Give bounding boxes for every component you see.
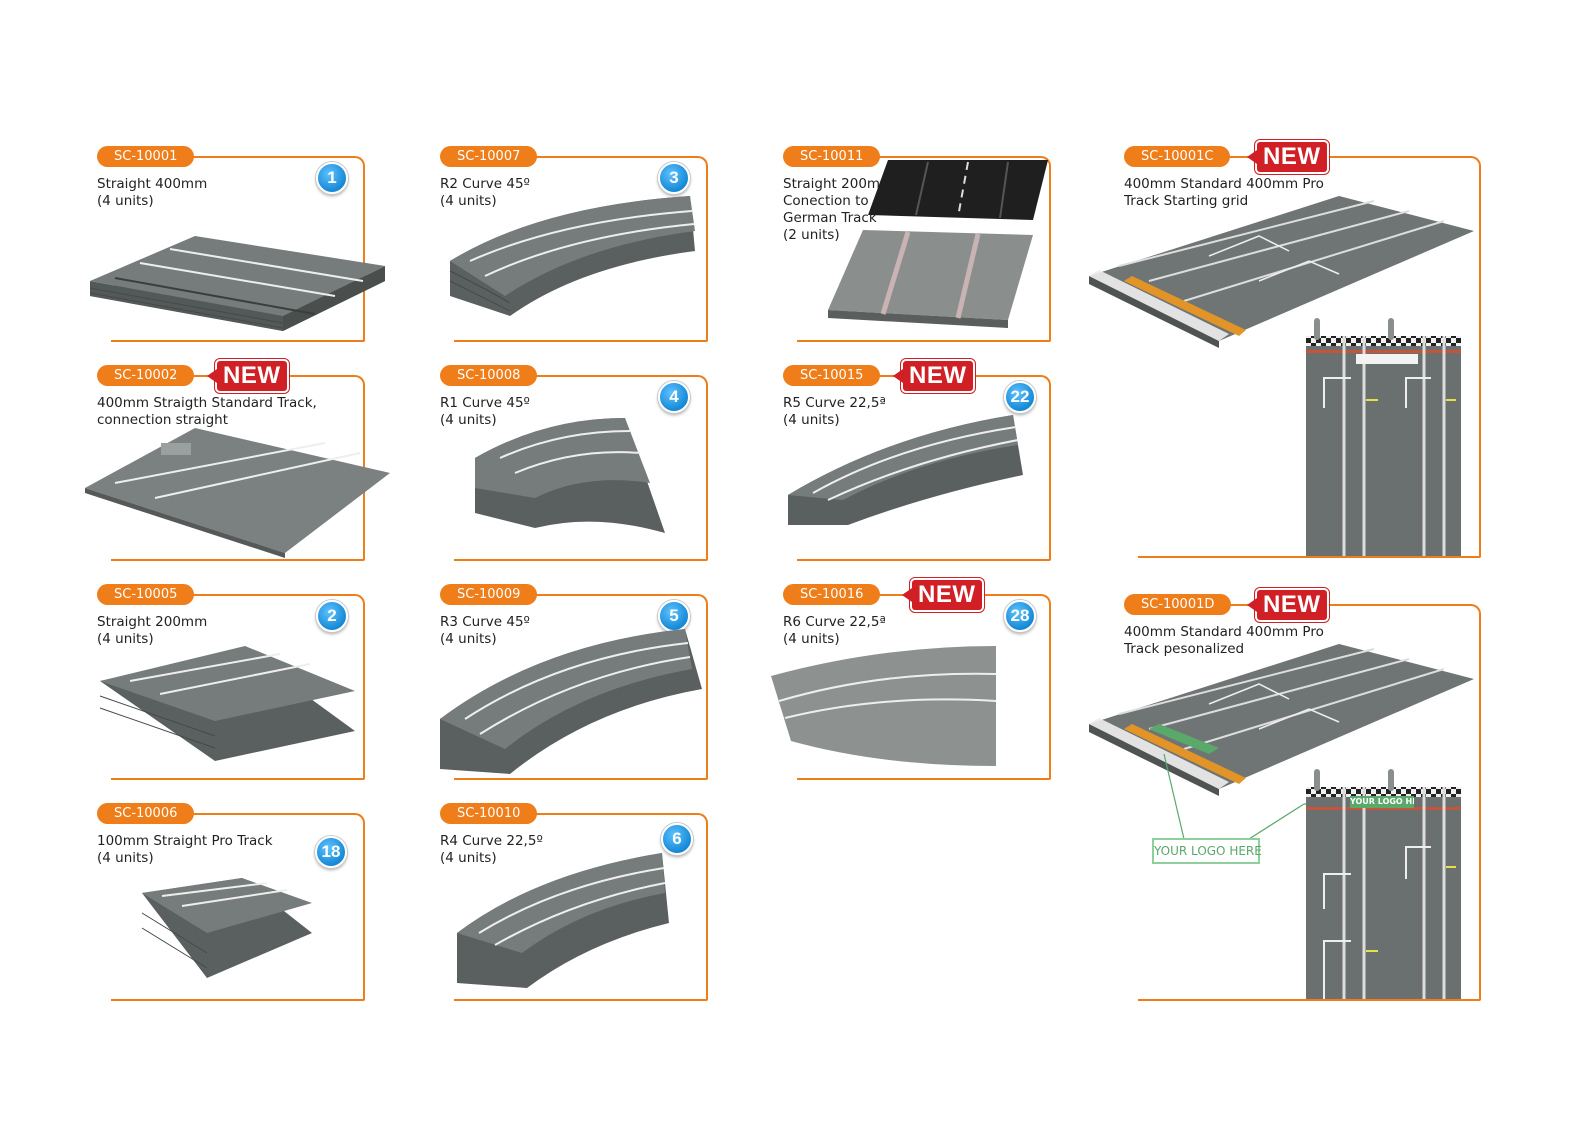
number-badge: 2 bbox=[316, 600, 348, 632]
product-code: SC-10007 bbox=[440, 146, 538, 167]
new-badge: NEW bbox=[893, 361, 973, 391]
product-description: R3 Curve 45º (4 units) bbox=[440, 614, 530, 647]
product-code: SC-10010 bbox=[440, 803, 538, 824]
number-badge: 22 bbox=[1004, 381, 1036, 413]
product-card-sc-10007: SC-10007 R2 Curve 45º (4 units) 3 bbox=[440, 146, 708, 342]
starting-grid-track-topview-image bbox=[1306, 318, 1461, 556]
card-frame bbox=[454, 594, 708, 780]
number-badge: 6 bbox=[661, 823, 693, 855]
product-card-sc-10006: SC-10006 100mm Straight Pro Track (4 uni… bbox=[97, 803, 365, 1001]
card-frame bbox=[454, 813, 708, 1001]
product-code: SC-10001C bbox=[1124, 146, 1231, 167]
straight-track-stack-image bbox=[85, 201, 385, 336]
product-card-sc-10001d: SC-10001D NEW 400mm Standard 400mm Pro T… bbox=[1089, 590, 1481, 1001]
number-badge: 4 bbox=[658, 381, 690, 413]
number-badge: 3 bbox=[658, 162, 690, 194]
number-badge: 1 bbox=[316, 162, 348, 194]
r5-curve-track-stack-image bbox=[788, 415, 1023, 530]
number-badge: 5 bbox=[658, 600, 690, 632]
product-card-sc-10001c: SC-10001C NEW 400mm Standard 400mm Pro T… bbox=[1089, 142, 1481, 558]
product-card-sc-10001: SC-10001 Straight 400mm (4 units) 1 bbox=[89, 146, 385, 342]
product-description: R2 Curve 45º (4 units) bbox=[440, 176, 530, 209]
product-code: SC-10002 bbox=[97, 365, 195, 386]
personalized-track-image bbox=[1089, 644, 1479, 796]
card-frame bbox=[111, 156, 365, 342]
product-description: 400mm Standard 400mm Pro Track Starting … bbox=[1124, 176, 1324, 209]
german-connection-track-image bbox=[828, 160, 1048, 328]
product-code: SC-10008 bbox=[440, 365, 538, 386]
r2-curve-track-stack-image bbox=[449, 191, 695, 321]
logo-callout-box: YOUR LOGO HERE bbox=[1152, 838, 1262, 864]
r6-curve-track-image bbox=[771, 646, 1011, 771]
product-card-sc-10010: SC-10010 R4 Curve 22,5º (4 units) 6 bbox=[440, 803, 708, 1001]
product-description: R4 Curve 22,5º (4 units) bbox=[440, 833, 543, 866]
card-frame bbox=[797, 156, 1051, 342]
product-card-sc-10015: SC-10015 NEW R5 Curve 22,5ª (4 units) 22 bbox=[783, 361, 1051, 561]
product-card-sc-10009: SC-10009 R3 Curve 45º (4 units) 5 bbox=[440, 584, 708, 780]
product-code: SC-10005 bbox=[97, 584, 195, 605]
straight-200-track-stack-image bbox=[99, 646, 355, 764]
card-frame bbox=[454, 375, 708, 561]
product-card-sc-10008: SC-10008 R1 Curve 45º (4 units) 4 bbox=[440, 365, 708, 561]
product-description: Straight 200mm (4 units) bbox=[97, 614, 208, 647]
card-frame bbox=[111, 813, 365, 1001]
product-card-sc-10005: SC-10005 Straight 200mm (4 units) 2 bbox=[97, 584, 365, 780]
new-badge: NEW bbox=[1247, 590, 1327, 620]
product-card-sc-10002: SC-10002 NEW 400mm Straigth Standard Tra… bbox=[85, 361, 390, 561]
product-code: SC-10001 bbox=[97, 146, 195, 167]
product-description: 400mm Straigth Standard Track, connectio… bbox=[97, 395, 317, 428]
number-badge: 28 bbox=[1004, 600, 1036, 632]
product-description: R5 Curve 22,5ª (4 units) bbox=[783, 395, 886, 428]
product-code: SC-10006 bbox=[97, 803, 195, 824]
product-description: Straight 400mm (4 units) bbox=[97, 176, 208, 209]
personalized-track-topview-image: YOUR LOGO HERE bbox=[1306, 769, 1461, 999]
card-frame bbox=[111, 594, 365, 780]
card-frame bbox=[454, 156, 708, 342]
product-description: 400mm Standard 400mm Pro Track pesonaliz… bbox=[1124, 624, 1324, 657]
starting-grid-track-image bbox=[1089, 196, 1479, 348]
new-badge: NEW bbox=[1247, 142, 1327, 172]
pro-straight-100-track-stack-image bbox=[141, 878, 312, 978]
product-code: SC-10011 bbox=[783, 146, 881, 167]
product-description: R6 Curve 22,5ª (4 units) bbox=[783, 614, 886, 647]
product-description: R1 Curve 45º (4 units) bbox=[440, 395, 530, 428]
r3-curve-track-stack-image bbox=[440, 629, 702, 777]
product-description: Straight 200mm Conection to German Track… bbox=[783, 176, 894, 243]
product-description: 100mm Straight Pro Track (4 units) bbox=[97, 833, 273, 866]
number-badge: 18 bbox=[315, 836, 347, 868]
product-code: SC-10015 bbox=[783, 365, 881, 386]
product-code: SC-10001D bbox=[1124, 594, 1232, 615]
r4-curve-track-stack-image bbox=[457, 853, 672, 993]
product-card-sc-10016: SC-10016 NEW R6 Curve 22,5ª (4 units) 28 bbox=[771, 580, 1051, 780]
track-logo-plate: YOUR LOGO HERE bbox=[1350, 796, 1414, 808]
product-card-sc-10011: SC-10011 Straight 200mm Conection to Ger… bbox=[783, 146, 1051, 342]
new-badge: NEW bbox=[902, 580, 982, 610]
r1-curve-track-stack-image bbox=[475, 413, 670, 548]
new-badge: NEW bbox=[207, 361, 287, 391]
track-stack bbox=[89, 236, 385, 331]
standard-straight-track-image bbox=[85, 423, 390, 558]
product-code: SC-10016 bbox=[783, 584, 881, 605]
product-code: SC-10009 bbox=[440, 584, 538, 605]
